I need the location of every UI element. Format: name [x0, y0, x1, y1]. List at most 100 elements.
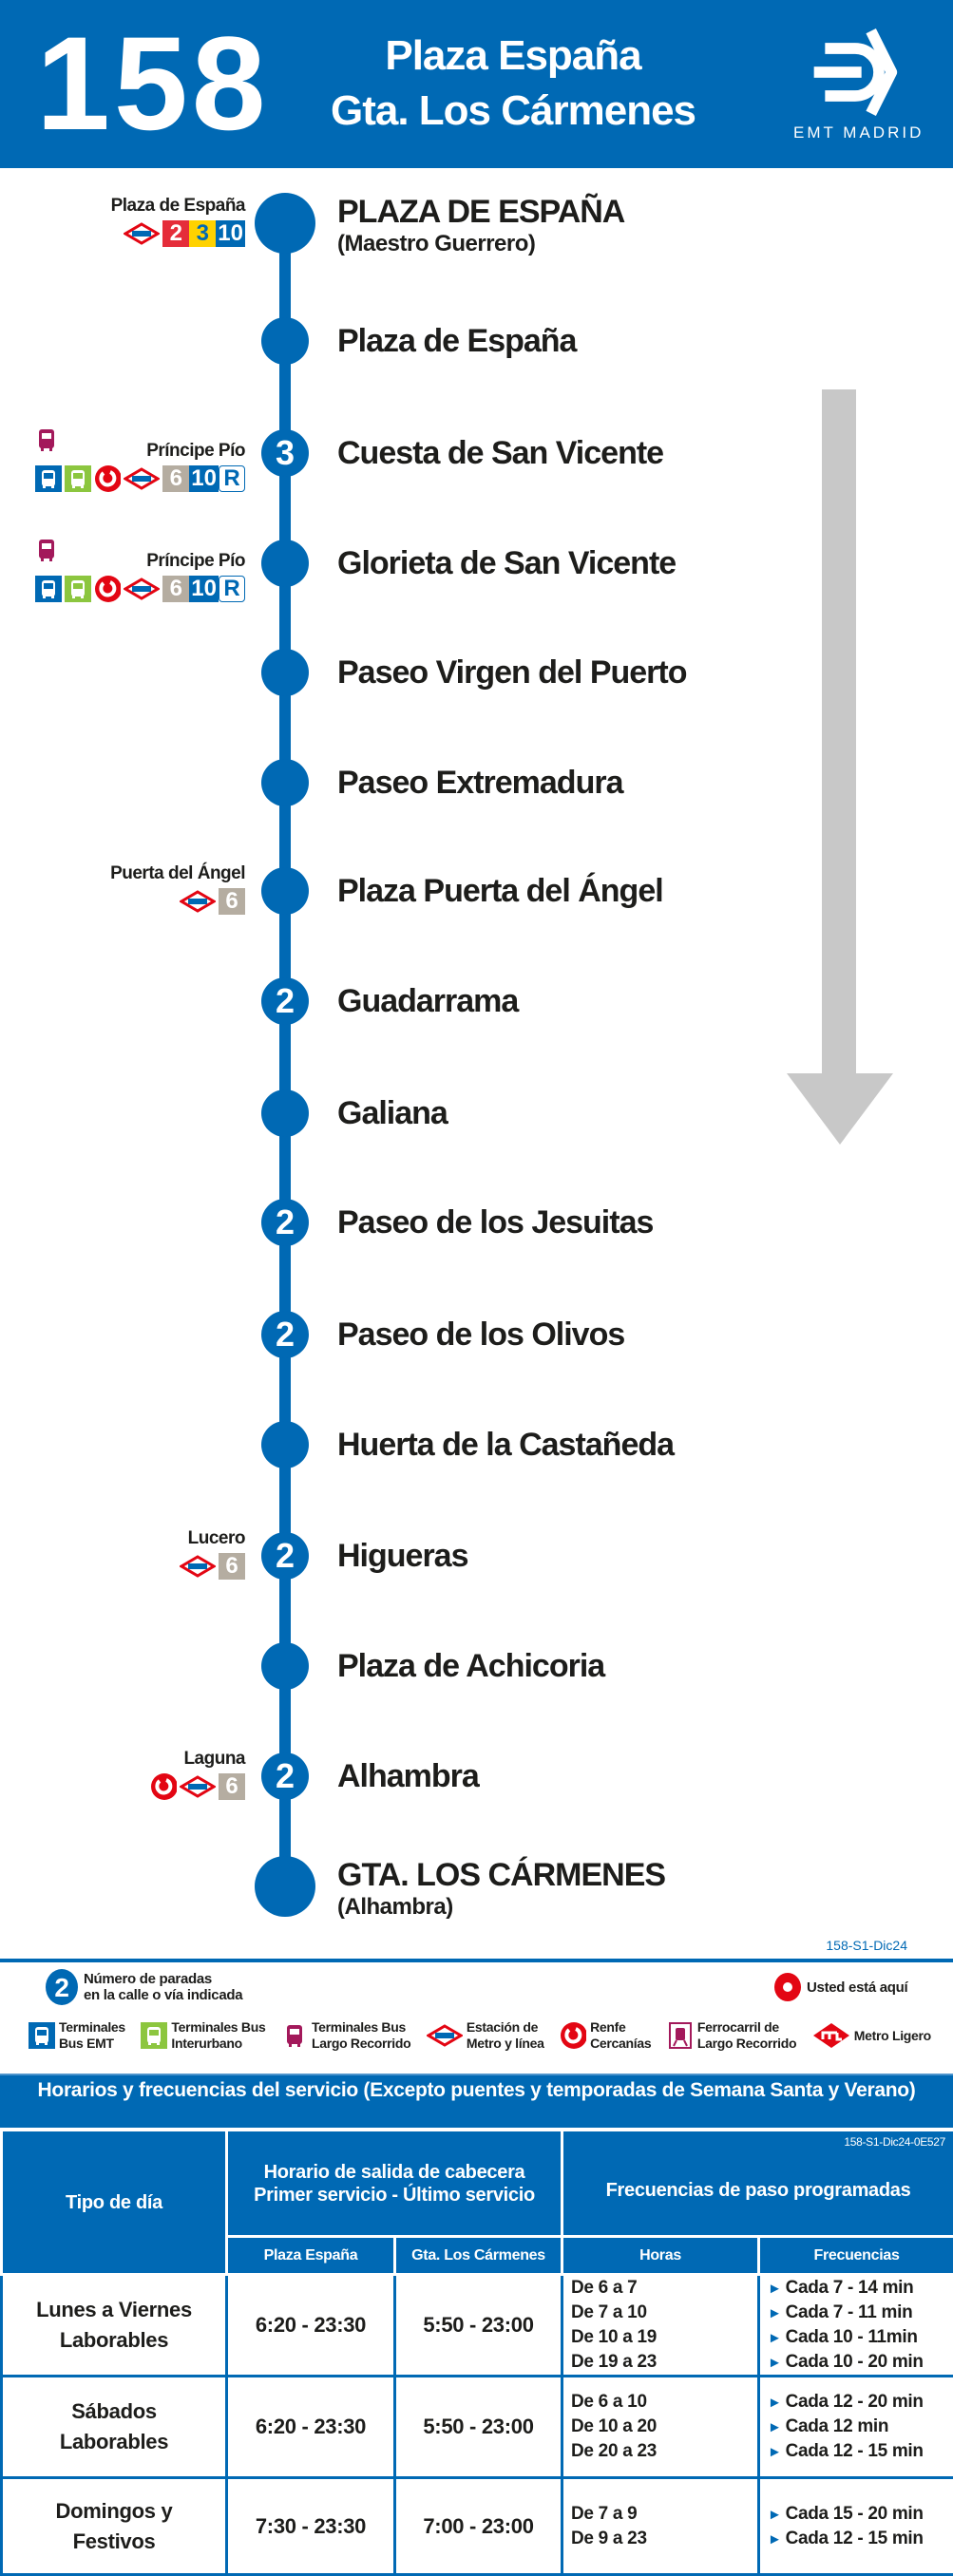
bus-emt-icon [29, 2022, 55, 2049]
hour-range: De 7 a 9 [571, 2502, 757, 2527]
bullet-arrow-icon: ► [768, 2444, 782, 2460]
stop-count-marker: 2 [261, 1752, 309, 1800]
connection-station: Puerta del Ángel [110, 862, 245, 885]
legend-text: Metro Ligero [854, 2028, 931, 2044]
metro-line-badge: 3 [189, 220, 216, 247]
stop-name[interactable]: Glorieta de San Vicente [337, 544, 676, 582]
stop-name[interactable]: GTA. LOS CÁRMENES [337, 1856, 665, 1894]
first-last-destination: 5:50 - 23:00 [395, 2275, 562, 2377]
metro-ligero-icon [812, 2022, 850, 2049]
bus-interurbano-icon [141, 2022, 167, 2049]
metro-line-badge: 6 [219, 888, 245, 915]
frequency: ►Cada 10 - 11min [768, 2325, 953, 2350]
legend-you-are-here: Usted está aquí [774, 1973, 907, 2001]
divider [0, 1959, 953, 1962]
stop-subtitle: (Maestro Guerrero) [337, 231, 535, 257]
metro-line-badge: 6 [162, 576, 189, 602]
stop-marker [261, 317, 309, 365]
stop-name[interactable]: Paseo Virgen del Puerto [337, 653, 687, 691]
metro-icon [124, 465, 160, 492]
stop-name[interactable]: Paseo Extremadura [337, 764, 623, 802]
legend-item: Metro Ligero [812, 2019, 931, 2052]
stop-marker [261, 540, 309, 587]
connection-station: Laguna [150, 1748, 245, 1771]
stop-name[interactable]: Plaza Puerta del Ángel [337, 872, 663, 910]
frequency: ►Cada 12 min [768, 2415, 953, 2439]
bus-interurbano-icon [65, 576, 91, 602]
legend-text: Interurbano [171, 2036, 265, 2052]
emt-logo-icon [798, 25, 931, 120]
bus-largo-icon [281, 2022, 308, 2049]
stop-count-icon: 2 [46, 1969, 78, 2005]
stop-marker [261, 1421, 309, 1468]
legend-text: Estación de [467, 2019, 544, 2036]
stop-marker [255, 193, 315, 254]
bullet-arrow-icon: ► [768, 2281, 782, 2297]
destination-title: Gta. Los Cármenes [285, 84, 741, 139]
line-number: 158 [36, 17, 270, 150]
stop-name[interactable]: Cuesta de San Vicente [337, 434, 663, 472]
train-icon [667, 2022, 694, 2049]
stop-name[interactable]: Huerta de la Castañeda [337, 1426, 674, 1464]
stop-name[interactable]: Paseo de los Jesuitas [337, 1203, 653, 1241]
connection-station: Lucero [180, 1527, 245, 1550]
route-header: 158 Plaza España Gta. Los Cármenes EMT M… [0, 0, 953, 168]
stop-marker [261, 649, 309, 696]
frequency: ►Cada 7 - 11 min [768, 2301, 953, 2325]
stop-marker [261, 1089, 309, 1137]
stop-name[interactable]: Galiana [337, 1094, 448, 1132]
metro-line-badge: 6 [219, 1553, 245, 1580]
renfe-icon [94, 465, 121, 492]
renfe-icon [150, 1773, 177, 1800]
brand-name: EMT MADRID [793, 123, 924, 142]
stop-name[interactable]: Guadarrama [337, 982, 518, 1020]
first-last-origin: 6:20 - 23:30 [227, 2377, 395, 2478]
metro-lines: 6 [219, 1553, 245, 1580]
metro-icon [180, 1553, 216, 1580]
stop-name[interactable]: Alhambra [337, 1757, 479, 1795]
stop-name[interactable]: Higueras [337, 1537, 468, 1575]
bullet-arrow-icon: ► [768, 2531, 782, 2548]
stop-marker [255, 1856, 315, 1917]
hour-range: De 6 a 10 [571, 2390, 757, 2415]
connection-icons: 6 [150, 1772, 245, 1801]
metro-line-badge: 6 [219, 1773, 245, 1800]
connection-icons: 6 [110, 887, 245, 916]
connection-station: Príncipe Pío [35, 440, 245, 463]
metro-line-badge: 6 [162, 465, 189, 492]
schedule-title-text: Horarios y frecuencias del servicio (Exc… [38, 2079, 916, 2101]
hour-range: De 9 a 23 [571, 2527, 757, 2551]
stop-name[interactable]: Plaza de Achicoria [337, 1647, 604, 1685]
metro-line-badge: R [219, 465, 245, 492]
metro-icon [180, 1773, 216, 1800]
connection-station: Príncipe Pío [35, 550, 245, 573]
metro-line-badge: 10 [189, 576, 219, 602]
stop-name[interactable]: Paseo de los Olivos [337, 1316, 624, 1354]
stop-marker [261, 1642, 309, 1690]
connection-station: Plaza de España [111, 195, 245, 218]
metro-line-badge: R [219, 576, 245, 602]
frequency: ►Cada 15 - 20 min [768, 2502, 953, 2527]
stop-name[interactable]: Plaza de España [337, 322, 576, 360]
stop-name[interactable]: PLAZA DE ESPAÑA [337, 193, 624, 231]
first-last-origin: 6:20 - 23:30 [227, 2275, 395, 2377]
first-last-origin: 7:30 - 23:30 [227, 2478, 395, 2575]
stop-count-marker: 2 [261, 977, 309, 1025]
metro-line-badge: 2 [162, 220, 189, 247]
hour-range: De 7 a 10 [571, 2301, 757, 2325]
